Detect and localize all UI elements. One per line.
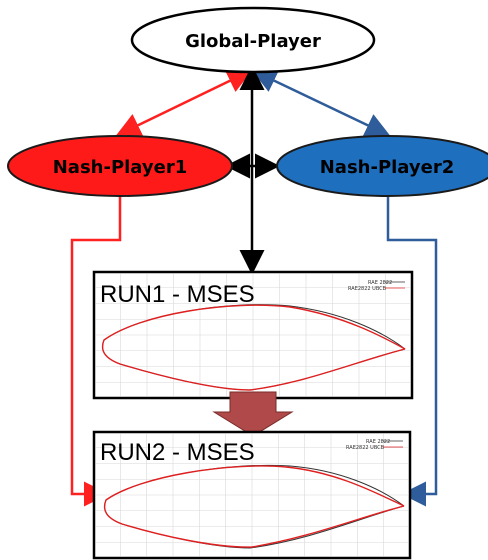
nash1-run2-link <box>70 196 122 507</box>
run1-grid <box>96 274 410 396</box>
connectors <box>70 65 438 507</box>
run2-grid <box>96 434 408 556</box>
run1-legend-1: RAE 2822 <box>368 280 392 286</box>
global-player-label: Global-Player <box>185 31 321 52</box>
global-player-node: Global-Player <box>130 6 376 74</box>
run2-panel: RUN2 - MSES RAE 2822 RAE2822 UBCB <box>92 430 412 560</box>
nash-player1-label: Nash-Player1 <box>53 157 188 178</box>
run2-legend-1: RAE 2822 <box>366 439 390 445</box>
nash-player2-label: Nash-Player2 <box>320 157 455 178</box>
iteration-down-arrow <box>212 391 294 437</box>
global-nash2-link <box>251 69 391 137</box>
run1-title: RUN1 - MSES <box>100 281 255 308</box>
run1-panel: RUN1 - MSES RAE 2822 RAE2822 UBCB <box>92 270 414 400</box>
nash-player1-node: Nash-Player1 <box>7 135 233 197</box>
run1-airfoil-optimized <box>101 304 406 391</box>
run1-legend-2: RAE2822 UBCB <box>348 286 387 292</box>
global-nash1-link <box>115 69 253 137</box>
run2-title: RUN2 - MSES <box>100 439 255 466</box>
run2-airfoil-optimized <box>103 465 405 548</box>
run2-legend-2: RAE2822 UBCB <box>346 445 385 451</box>
nash-player2-node: Nash-Player2 <box>276 135 488 197</box>
nash2-run2-link <box>386 196 438 507</box>
